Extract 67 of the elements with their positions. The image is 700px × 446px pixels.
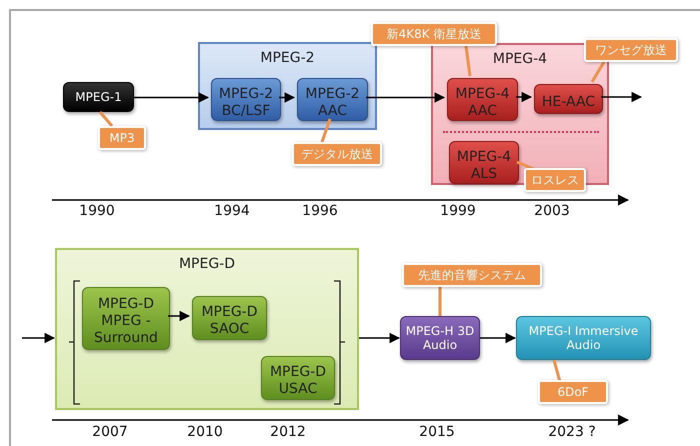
year-label: 2012 <box>270 424 306 440</box>
callout-text: ロスレス <box>531 172 579 188</box>
version-label: MPEG-H 3D Audio <box>404 324 476 352</box>
leader-line <box>320 118 332 142</box>
version-label: MPEG-D SAOC <box>200 304 259 338</box>
version-label: MPEG-2 AAC <box>304 86 361 120</box>
callout-text: 6DoF <box>557 384 589 400</box>
group-panel <box>431 43 609 185</box>
version-label: MPEG-4 ALS <box>456 148 512 182</box>
arrow <box>601 92 642 102</box>
version-label: MPEG-I Immersive Audio <box>528 324 640 352</box>
year-label: 2010 <box>187 424 223 440</box>
year-label: 1990 <box>79 203 115 219</box>
arrow <box>359 332 400 344</box>
callout-bubble <box>584 38 678 62</box>
leader-line <box>464 46 472 76</box>
version-box <box>211 78 281 121</box>
version-label: MPEG-1 <box>75 90 122 104</box>
year-label: 2003 <box>534 203 570 219</box>
leader-line <box>98 111 114 127</box>
arrow <box>22 332 56 344</box>
callout-text: 先進的音響システム <box>418 268 526 282</box>
year-label: 1994 <box>214 203 250 219</box>
callout-bubble <box>524 168 586 192</box>
version-box <box>192 296 267 340</box>
version-label: MPEG-D USAC <box>268 364 328 398</box>
arrow <box>168 310 190 322</box>
version-box <box>447 78 518 121</box>
leader-line <box>552 360 562 382</box>
version-box <box>297 78 368 121</box>
year-label: 1996 <box>302 203 338 219</box>
version-box <box>534 84 603 114</box>
version-box <box>516 316 651 360</box>
version-box <box>449 141 519 184</box>
arrow <box>279 92 296 103</box>
version-label: MPEG-2 BC/LSF <box>218 86 274 120</box>
arrow <box>134 92 210 103</box>
callout-bubble <box>98 126 146 150</box>
group-title: MPEG-2 <box>260 50 315 67</box>
version-label: MPEG-D MPEG -Surround <box>93 296 159 347</box>
callout-bubble <box>402 263 542 287</box>
group-title: MPEG-D <box>178 256 236 273</box>
year-label: 1999 <box>440 203 476 219</box>
callout-text: デジタル放送 <box>301 146 373 162</box>
callout-text: MP3 <box>109 130 135 146</box>
version-label: HE-AAC <box>542 94 596 110</box>
callout-bubble <box>538 380 608 404</box>
leader-line <box>590 61 606 83</box>
version-box <box>82 287 170 350</box>
version-box <box>261 356 335 400</box>
year-label: 2007 <box>92 424 128 440</box>
version-label: MPEG-4 AAC <box>454 86 511 120</box>
group-panel <box>198 42 377 130</box>
arrow <box>480 332 516 344</box>
year-label: 2023 ? <box>548 424 596 440</box>
arrow <box>516 92 532 102</box>
year-label: 2015 <box>419 424 455 440</box>
group-panel <box>55 248 359 410</box>
version-box <box>63 82 134 112</box>
callout-bubble <box>292 142 382 166</box>
group-title: MPEG-4 <box>492 51 548 68</box>
version-box <box>400 316 480 360</box>
callout-bubble <box>371 22 497 46</box>
callout-text: 新4K8K 衛星放送 <box>386 26 482 42</box>
arrow <box>366 92 446 103</box>
leader-line <box>438 287 442 316</box>
callout-text: ワンセグ放送 <box>595 42 667 58</box>
